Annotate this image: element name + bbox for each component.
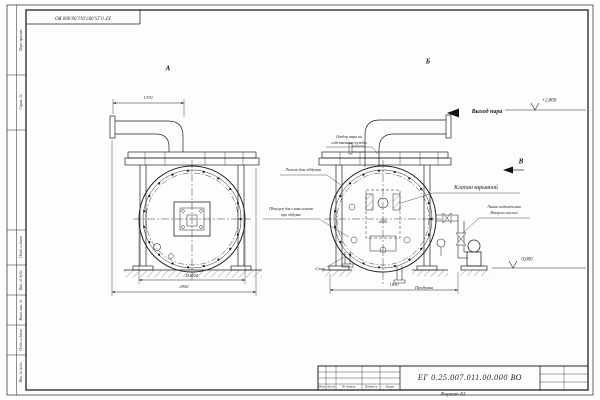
dim-1920: Ø1920 bbox=[185, 272, 199, 278]
dim-1370: 1370 bbox=[143, 94, 153, 100]
elevation-top-label: +2,800 bbox=[541, 98, 557, 104]
view-a-label: А bbox=[165, 64, 171, 73]
title-block-doc-number: ЕГ 0.25.007.011.00.000 ВО bbox=[417, 373, 523, 382]
extraction-label-line1: Отбор пара на bbox=[336, 134, 362, 139]
drain-label: Слив bbox=[315, 265, 325, 271]
dim-1830: 1830 bbox=[389, 281, 399, 287]
stamp-cell-podp-data-1: Подп. и дата bbox=[18, 236, 23, 258]
stamp-cell-inv-dubl: Инв. № дубл. bbox=[18, 269, 23, 291]
sheet-frame bbox=[6, 4, 594, 396]
stamp-cell-perv-primen: Перв. примен. bbox=[18, 28, 23, 52]
stamp-cell-vzam-inv: Взам. инв. № bbox=[18, 299, 23, 321]
view-b-label: Б bbox=[425, 57, 431, 66]
sludge-label-line2: при обдувке bbox=[281, 212, 301, 217]
stamp-cell-podp-data-2: Подп. и дата bbox=[18, 329, 23, 351]
stamp-cell-inv-podl: Инв. № подл. bbox=[18, 361, 23, 383]
dim-500: ø500 bbox=[379, 219, 387, 224]
stamp-cell-sprav-no: Справ. № bbox=[18, 94, 23, 110]
view-v-label: В bbox=[518, 157, 524, 166]
view-b-linework bbox=[263, 102, 586, 294]
view-a-linework bbox=[109, 99, 262, 296]
title-block-col-sign: Подпись bbox=[364, 384, 378, 389]
pump-line-label-line2: Второго насоса bbox=[490, 210, 518, 215]
title-block-col-docnum: № докум. bbox=[342, 384, 356, 389]
elevation-zero-label: 0,000 bbox=[521, 257, 533, 263]
steam-outlet-label: Выход пара bbox=[471, 109, 503, 115]
explosion-valve-label: Клапан взрывной bbox=[454, 185, 498, 191]
dim-2950: 2950 bbox=[179, 283, 189, 289]
title-block-col-izm: Изм. bbox=[318, 384, 326, 389]
sludge-label-line1: Штуцер для слива шлама bbox=[269, 206, 313, 211]
format-label: Формат А3 bbox=[440, 392, 466, 398]
steam-flow-arrow-icon bbox=[447, 108, 459, 118]
title-block-col-list: Лист bbox=[326, 384, 336, 389]
view-v-arrow-icon bbox=[503, 166, 513, 174]
extraction-label-line2: собственные нужды bbox=[331, 140, 367, 145]
doc-number-top: ЕГ 0.25.007.011.00.000 ВО bbox=[55, 14, 111, 20]
title-block-lines bbox=[317, 365, 589, 391]
pump-line-label-line1: Линия подключения bbox=[487, 204, 521, 209]
title-block-col-date: Дата bbox=[385, 384, 395, 389]
blowdown-label: Продувка bbox=[414, 284, 434, 290]
blow-hatch-label: Лючок для обдувки bbox=[284, 166, 322, 172]
